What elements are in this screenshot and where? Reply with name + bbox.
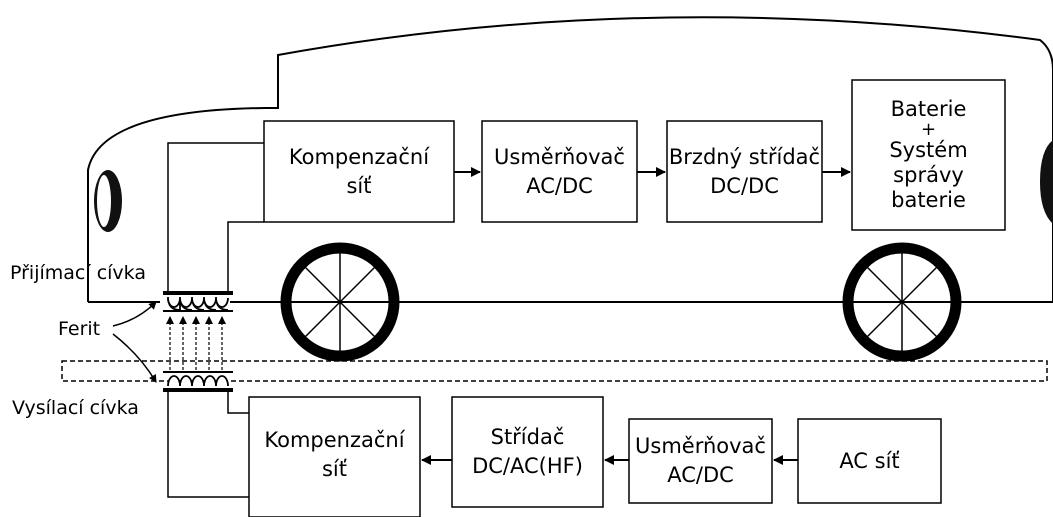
vehicle-rectifier-box [481,120,638,223]
rear-wheel [842,242,962,362]
ferrite-label: Ferit [58,318,101,340]
ferrite-pointer-upper [112,301,157,327]
inverter-line1: Střídač [490,425,565,450]
ac-grid-line1: AC síť [839,448,900,473]
battery-text: Baterie + Systém správy baterie [852,80,1005,230]
receiver-coil [163,291,233,312]
battery-line3: Systém [889,137,968,162]
ferrite-pointer-lower [112,333,157,383]
ground-compensation-box [248,396,421,517]
vehicle-body-outline [87,16,1053,302]
vehicle-compensation-line1: Kompenzační [288,144,430,169]
ground-rectifier-line1: Usměrňovač [635,434,766,459]
inverter-text: Střídač DC/AC(HF) [452,397,603,507]
transmitter-coil [163,371,233,392]
ground-rectifier-box [628,418,773,504]
transmitter-wire-right [227,390,249,414]
brake-chopper-text: Brzdný střídač DC/DC [667,121,822,222]
battery-line1: Baterie [890,96,967,121]
front-wheel [280,242,400,362]
receiver-wire-left [167,142,264,293]
vehicle-rectifier-line1: Usměrňovač [494,144,625,169]
brake-chopper-line1: Brzdný střídač [668,144,821,169]
flux-arrows [166,316,226,370]
battery-line5: baterie [891,188,966,213]
brake-chopper-line2: DC/DC [710,173,779,198]
battery-box [851,79,1006,231]
battery-line2: + [920,118,937,140]
vehicle-rectifier-line2: AC/DC [526,173,593,198]
receiver-wire-right [227,221,264,293]
brake-chopper-box [666,120,823,223]
ac-grid-text: AC síť [798,419,941,503]
rear-light [1040,140,1053,224]
vehicle-compensation-text: Kompenzační síť [264,121,454,222]
ground-compensation-text: Kompenzační síť [249,405,420,505]
road-surface [61,360,1048,382]
vehicle-rectifier-text: Usměrňovač AC/DC [482,121,637,222]
ground-compensation-line2: síť [321,457,347,481]
front-headlight-inner [97,175,111,227]
inverter-box [451,396,604,508]
receiver-coil-label: Přijímací cívka [10,262,146,284]
ac-grid-box [797,418,942,504]
battery-line4: správy [893,163,964,188]
transmitter-coil-label: Vysílací cívka [12,397,139,419]
transmitter-wire-left [167,390,249,498]
inverter-line2: DC/AC(HF) [472,454,583,478]
ground-rectifier-line2: AC/DC [667,463,734,487]
ground-compensation-line1: Kompenzační [264,428,405,453]
vehicle-compensation-box [263,120,455,223]
ground-rectifier-text: Usměrňovač AC/DC [629,419,772,503]
vehicle-compensation-line2: síť [346,173,372,198]
